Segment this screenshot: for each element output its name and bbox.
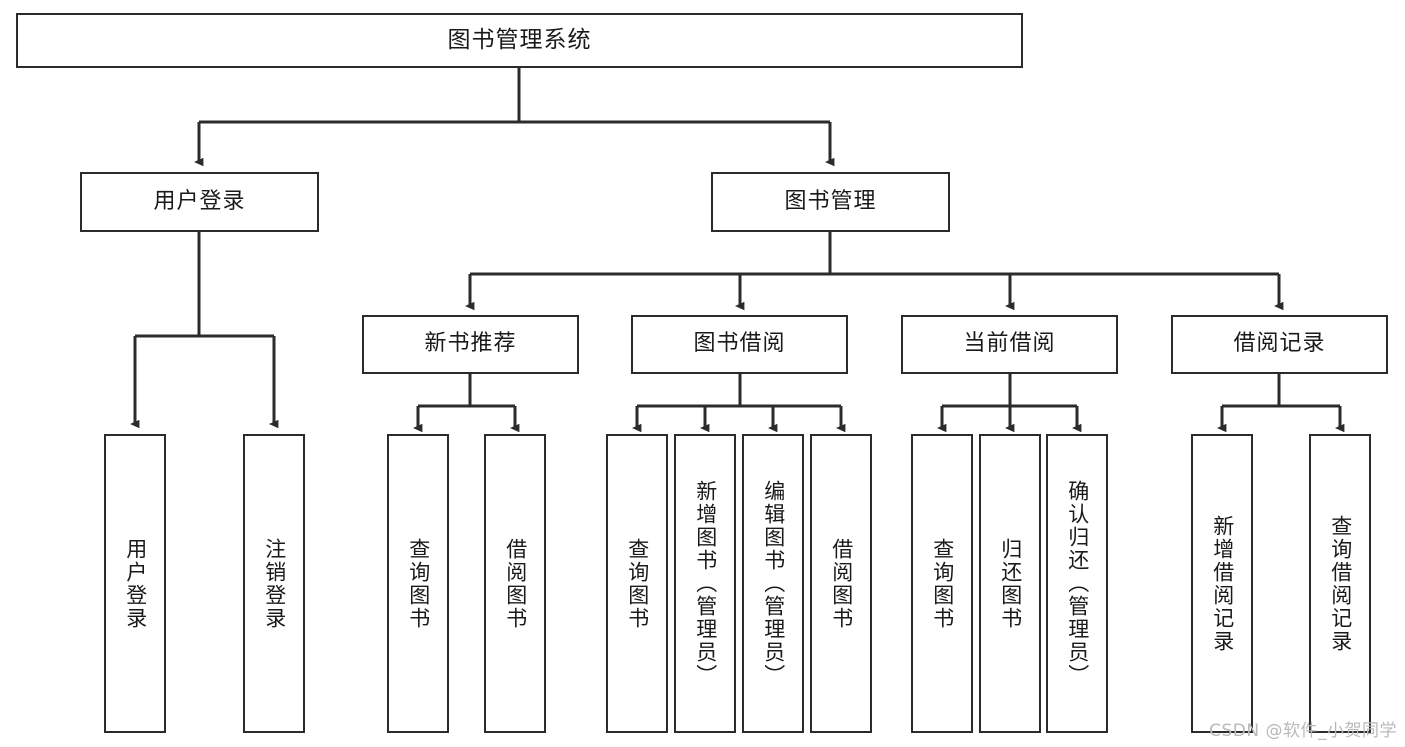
leaf-borrow-edit-book[interactable]: 编辑图书（管理员） (742, 434, 804, 733)
node-label: 借阅图书 (503, 537, 528, 630)
leaf-borrow-add-book[interactable]: 新增图书（管理员） (674, 434, 736, 733)
node-label: 用户登录 (153, 188, 246, 214)
node-book-management[interactable]: 图书管理 (711, 172, 950, 232)
node-new-book-recommend[interactable]: 新书推荐 (362, 315, 579, 374)
leaf-record-add-record[interactable]: 新增借阅记录 (1191, 434, 1253, 733)
node-label: 新书推荐 (424, 331, 517, 357)
leaf-current-return-book[interactable]: 归还图书 (979, 434, 1041, 733)
node-label: 借阅记录 (1233, 331, 1326, 357)
node-root-system[interactable]: 图书管理系统 (16, 13, 1023, 68)
node-label: 确认归还（管理员） (1065, 480, 1090, 687)
node-label: 查询借阅记录 (1328, 514, 1353, 653)
node-current-borrow[interactable]: 当前借阅 (901, 315, 1118, 374)
node-label: 借阅图书 (829, 537, 854, 630)
leaf-current-confirm-return[interactable]: 确认归还（管理员） (1046, 434, 1108, 733)
leaf-user-login-signin[interactable]: 用户登录 (104, 434, 166, 733)
leaf-user-login-signout[interactable]: 注销登录 (243, 434, 305, 733)
node-label: 编辑图书（管理员） (761, 480, 786, 687)
leaf-borrow-query-book[interactable]: 查询图书 (606, 434, 668, 733)
node-label: 查询图书 (930, 537, 955, 630)
node-label: 图书借阅 (693, 331, 786, 357)
node-label: 注销登录 (262, 537, 287, 630)
node-label: 新增借阅记录 (1210, 514, 1235, 653)
node-label: 用户登录 (123, 537, 148, 630)
node-label: 查询图书 (406, 537, 431, 630)
leaf-borrow-borrow-book[interactable]: 借阅图书 (810, 434, 872, 733)
leaf-current-query-book[interactable]: 查询图书 (911, 434, 973, 733)
node-borrow-record[interactable]: 借阅记录 (1171, 315, 1388, 374)
node-user-login[interactable]: 用户登录 (80, 172, 319, 232)
node-label: 图书管理 (784, 188, 877, 214)
leaf-recommend-query-book[interactable]: 查询图书 (387, 434, 449, 733)
node-label: 当前借阅 (963, 331, 1056, 357)
leaf-recommend-borrow-book[interactable]: 借阅图书 (484, 434, 546, 733)
node-label: 新增图书（管理员） (693, 480, 718, 687)
leaf-record-query-record[interactable]: 查询借阅记录 (1309, 434, 1371, 733)
node-label: 归还图书 (998, 537, 1023, 630)
node-label: 图书管理系统 (447, 26, 592, 53)
node-label: 查询图书 (625, 537, 650, 630)
watermark-text: CSDN @软件_小贺同学 (1209, 721, 1397, 741)
node-book-borrow[interactable]: 图书借阅 (631, 315, 848, 374)
